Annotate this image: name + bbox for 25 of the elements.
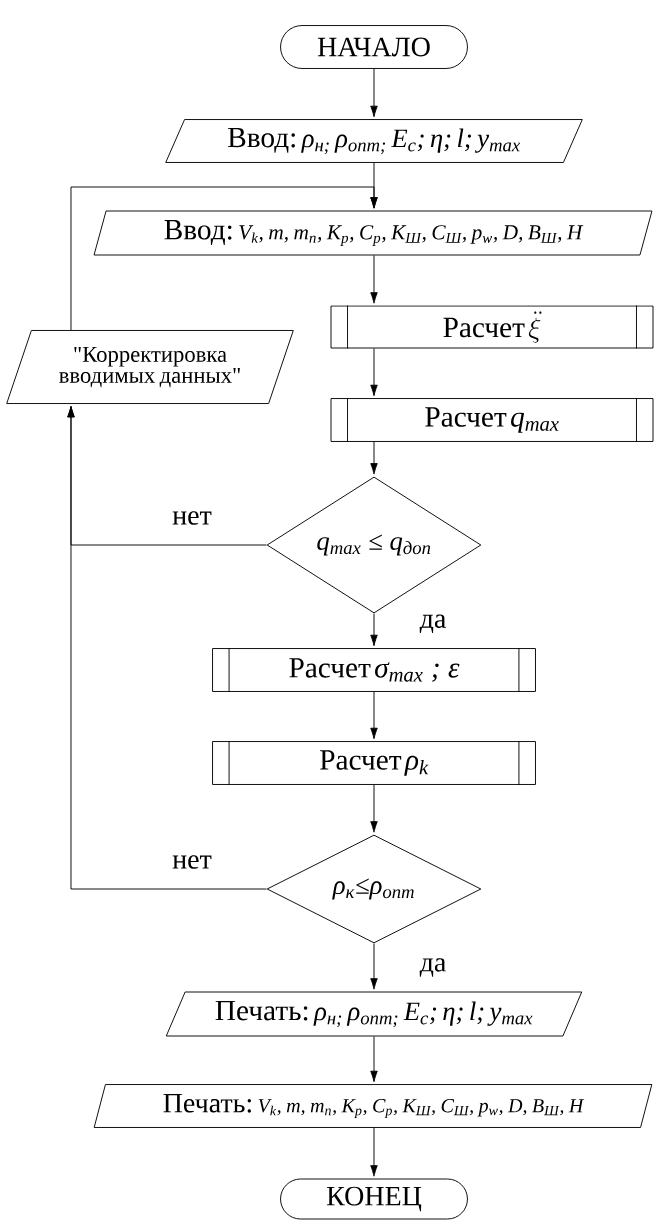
input-output-parallelogram: Ввод: V$_{k}$, m, m$_{n}$, K$_{p}$, C$_{p}$, K$_{Ш}$, C$_{Ш}$, p$_{w}$, D, B$_{Ш}$, H [93, 210, 653, 256]
arrow [370, 1127, 378, 1177]
arrow [370, 441, 378, 475]
arrow [370, 784, 378, 833]
predefined-process-box: Расчетρ$_{k}$ [212, 740, 536, 786]
predefined-process-box: Расчет q$_{max}$ [330, 397, 654, 443]
edge-label: нет [170, 509, 214, 527]
arrow [370, 1036, 378, 1083]
arrow [370, 348, 378, 397]
arrow [67, 405, 267, 890]
predefined-process-box: Расчетσ$_{max}$ ; ε [212, 647, 536, 693]
edge-label: да [418, 956, 448, 979]
input-output-parallelogram: Печать: V$_{k}$, m, m$_{n}$, K$_{p}$, C$_{p}$, K$_{Ш}$, C$_{Ш}$, p$_{w}$, D, B$_{Ш}$, H [93, 1084, 653, 1128]
predefined-process-box: Расчет$\ddot{\xi}$ [330, 305, 654, 349]
arrow [370, 613, 378, 647]
arrow [370, 68, 378, 118]
edge-label: да [418, 613, 448, 635]
input-output-parallelogram: Печать: ρ$_{н;}$ ρ$_{опт;}$ E$_{c}$; η; l; y$_{max}$ [165, 991, 583, 1037]
input-output-parallelogram: "Корректировка вводимых данных" [6, 330, 294, 404]
arrow [370, 943, 378, 990]
arrow [70, 186, 378, 331]
arrow [370, 691, 378, 740]
arrow [370, 255, 378, 304]
input-output-parallelogram: Ввод: ρ$_{н;}$ ρ$_{опт;}$ E$_{c}$; η; l; y$_{max}$ [165, 119, 583, 163]
edge-label: нет [170, 853, 214, 871]
